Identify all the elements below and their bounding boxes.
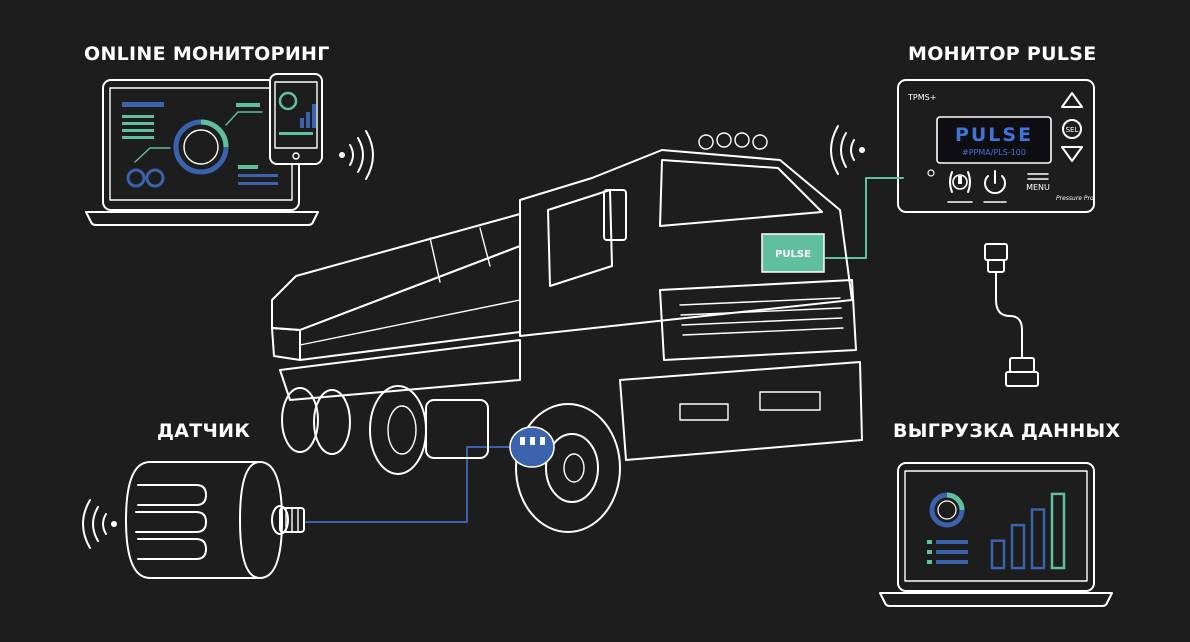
phone-bar	[306, 112, 310, 128]
dashboard-list-line	[122, 115, 154, 118]
monitor-tpms-label: TPMS+	[907, 93, 936, 102]
cab-windshield	[659, 159, 823, 227]
sensor-face-rim	[239, 461, 261, 579]
dump-body-side	[299, 245, 521, 361]
sensor-to-truck-link	[305, 446, 519, 523]
phone-line	[279, 132, 313, 135]
dashboard-small-gauge	[126, 168, 146, 188]
wireless-icon	[339, 130, 374, 180]
export-bar	[1010, 523, 1026, 570]
dump-truck-illustration: PULSE	[271, 132, 863, 533]
dashboard-tag	[238, 165, 258, 169]
rear-wheel	[313, 389, 351, 455]
export-laptop-inner	[904, 470, 1088, 582]
export-bar-chart	[990, 492, 1066, 570]
sel-label: SEL	[1066, 126, 1079, 134]
menu-label: MENU	[1026, 183, 1050, 192]
dashboard-list-line	[122, 129, 154, 132]
sensor-groove	[137, 484, 207, 506]
power-icon[interactable]	[983, 170, 1007, 203]
truck-pulse-sticker	[761, 233, 825, 273]
phone-home-button	[292, 152, 300, 160]
dashboard-tag	[236, 103, 260, 107]
monitor-display	[936, 116, 1052, 164]
menu-button[interactable]: MENU	[1026, 173, 1050, 192]
export-list-line	[936, 560, 968, 564]
sel-button[interactable]	[1062, 119, 1082, 139]
export-laptop-base	[879, 592, 1113, 607]
dashboard-header-bar	[122, 102, 164, 107]
monitor-brand-text: PULSE	[955, 124, 1033, 146]
wireless-icon	[82, 499, 117, 549]
label-sensor: ДАТЧИК	[157, 420, 250, 442]
laptop-base	[85, 211, 319, 226]
export-list-line	[936, 540, 968, 544]
up-arrow-icon[interactable]	[1061, 92, 1083, 108]
front-wheel	[515, 403, 621, 533]
export-bar	[1050, 492, 1066, 570]
sticker-brand-text: PULSE	[775, 249, 811, 260]
hub-sensor	[509, 426, 555, 468]
tire-alert-icon[interactable]	[947, 171, 973, 203]
front-wheel-rim	[545, 433, 599, 503]
label-monitor-pulse: МОНИТОР PULSE	[908, 43, 1097, 65]
laptop-export-group	[879, 462, 1113, 607]
front-grille	[659, 279, 857, 361]
cab-side-window	[547, 189, 613, 287]
down-arrow-icon[interactable]	[1061, 146, 1083, 162]
sensor-group	[82, 446, 519, 579]
dashboard-connector-line	[225, 111, 263, 126]
usb-cable-icon	[984, 243, 1039, 387]
phone-frame	[269, 73, 323, 165]
monitor-model-text: #PPMA/PLS-100	[962, 148, 1026, 157]
sensor-body	[125, 461, 283, 579]
fuel-tank	[425, 399, 489, 459]
export-list-bullet	[927, 550, 932, 554]
monitor-to-truck-link	[825, 177, 904, 259]
phone-gauge	[278, 91, 298, 111]
pulse-monitor-group: TPMS+ PULSE #PPMA/PLS-100 SEL MENU Press…	[825, 79, 1095, 259]
truck-chassis	[279, 339, 521, 401]
laptop-online-group	[85, 73, 374, 226]
export-bar	[990, 539, 1006, 570]
phone-bar	[300, 118, 304, 128]
export-bar	[1030, 508, 1046, 570]
maker-logo: Pressure Pro	[1056, 195, 1094, 202]
dashboard-list-line	[122, 136, 154, 139]
truck-cab	[519, 149, 853, 337]
pulse-monitor-body	[897, 79, 1095, 213]
dashboard-list-line	[238, 182, 278, 185]
wireless-icon	[830, 125, 865, 175]
phone-bar	[312, 104, 316, 128]
front-bumper	[619, 361, 863, 461]
dump-body-rear	[271, 327, 301, 361]
dashboard-donut-inner	[183, 129, 219, 165]
export-donut-accent	[946, 492, 965, 511]
dashboard-connector-line	[134, 147, 171, 163]
status-led-icon	[927, 169, 935, 177]
export-list-line	[936, 550, 968, 554]
export-list-bullet	[927, 540, 932, 544]
sensor-valve-base	[271, 505, 289, 535]
label-data-export: ВЫГРУЗКА ДАННЫХ	[893, 420, 1121, 442]
dashboard-donut-accent	[200, 119, 229, 148]
rear-wheel	[281, 387, 319, 453]
label-online-monitoring: ONLINE МОНИТОРИНГ	[84, 43, 330, 65]
sensor-groove	[135, 511, 207, 533]
dashboard-list-line	[122, 122, 154, 125]
phone-screen	[274, 81, 318, 149]
dump-body-top	[271, 213, 521, 331]
dashboard-list-line	[238, 174, 278, 177]
dashboard-small-gauge	[145, 168, 165, 188]
export-donut-inner	[937, 500, 957, 520]
rear-wheel	[369, 385, 427, 475]
export-list-bullet	[927, 560, 932, 564]
sensor-groove	[137, 538, 207, 560]
side-mirror	[603, 189, 627, 241]
export-laptop-screen	[897, 462, 1095, 592]
